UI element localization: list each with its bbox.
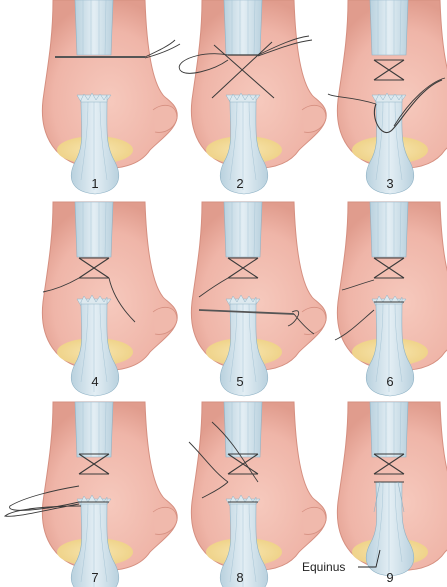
panel-1	[42, 0, 180, 194]
panel-4-number: 4	[91, 374, 98, 389]
panel-2-number: 2	[236, 176, 243, 191]
panel-9-number: 9	[386, 570, 393, 585]
panel-3-number: 3	[386, 176, 393, 191]
panel-1-number: 1	[91, 176, 98, 191]
equinus-callout: Equinus	[302, 560, 345, 574]
panel-5	[191, 202, 326, 396]
panel-7	[5, 402, 177, 587]
panel-6-number: 6	[386, 374, 393, 389]
panel-9	[337, 402, 447, 576]
panel-6	[335, 202, 447, 396]
panel-4	[42, 202, 177, 396]
panel-2	[179, 0, 326, 194]
panel-5-number: 5	[236, 374, 243, 389]
panel-8-number: 8	[236, 570, 243, 585]
panel-7-number: 7	[91, 570, 98, 585]
panel-3	[328, 0, 447, 194]
